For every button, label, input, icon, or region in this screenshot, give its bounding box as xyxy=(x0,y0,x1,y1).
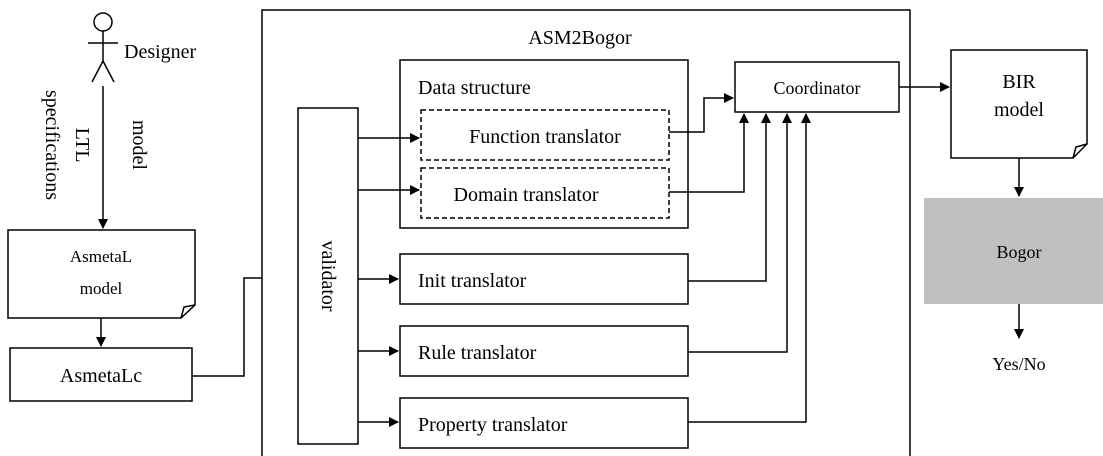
rule-translator-label: Rule translator xyxy=(418,342,537,364)
coordinator-label: Coordinator xyxy=(774,78,861,98)
asm2bogor-title: ASM2Bogor xyxy=(528,27,632,49)
domain-translator-label: Domain translator xyxy=(454,184,599,206)
input-label-model: model xyxy=(128,120,150,170)
asmetal-model-label-line1: AsmetaL xyxy=(70,247,132,266)
domain-translator-box xyxy=(420,167,670,219)
arrow-init-to-coordinator xyxy=(688,113,771,282)
init-translator-box xyxy=(399,253,689,305)
result-label: Yes/No xyxy=(992,354,1045,374)
bir-model-label-line1: BIR xyxy=(1002,71,1036,93)
property-translator-box xyxy=(399,397,689,449)
bir-model-document xyxy=(950,49,1088,159)
designer-actor-icon xyxy=(88,12,118,83)
rule-translator-box xyxy=(399,325,689,377)
data-structure-label: Data structure xyxy=(418,77,531,99)
bogor-box xyxy=(924,198,1103,304)
bir-model-label-line2: model xyxy=(994,99,1044,121)
validator-label: validator xyxy=(317,240,339,311)
validator-box xyxy=(297,107,359,445)
arrow-property-to-coordinator xyxy=(688,113,811,423)
function-translator-label: Function translator xyxy=(469,126,621,148)
bogor-label: Bogor xyxy=(997,242,1042,262)
input-label-ltl: LTL xyxy=(71,128,93,163)
property-translator-label: Property translator xyxy=(418,414,568,436)
asmetalc-label: AsmetaLc xyxy=(60,365,142,387)
designer-label: Designer xyxy=(124,41,197,63)
asmetalc-box xyxy=(9,347,193,402)
function-translator-box xyxy=(420,109,670,161)
arrow-rule-to-coordinator xyxy=(688,113,792,353)
arrow-function-to-coordinator xyxy=(669,93,734,133)
coordinator-box xyxy=(734,61,900,113)
asmetal-model-document xyxy=(7,229,196,319)
asmetal-model-label-line2: model xyxy=(80,279,123,298)
init-translator-label: Init translator xyxy=(418,270,527,292)
arrow-domain-to-coordinator xyxy=(669,113,749,193)
input-label-specifications: specifications xyxy=(41,90,63,200)
